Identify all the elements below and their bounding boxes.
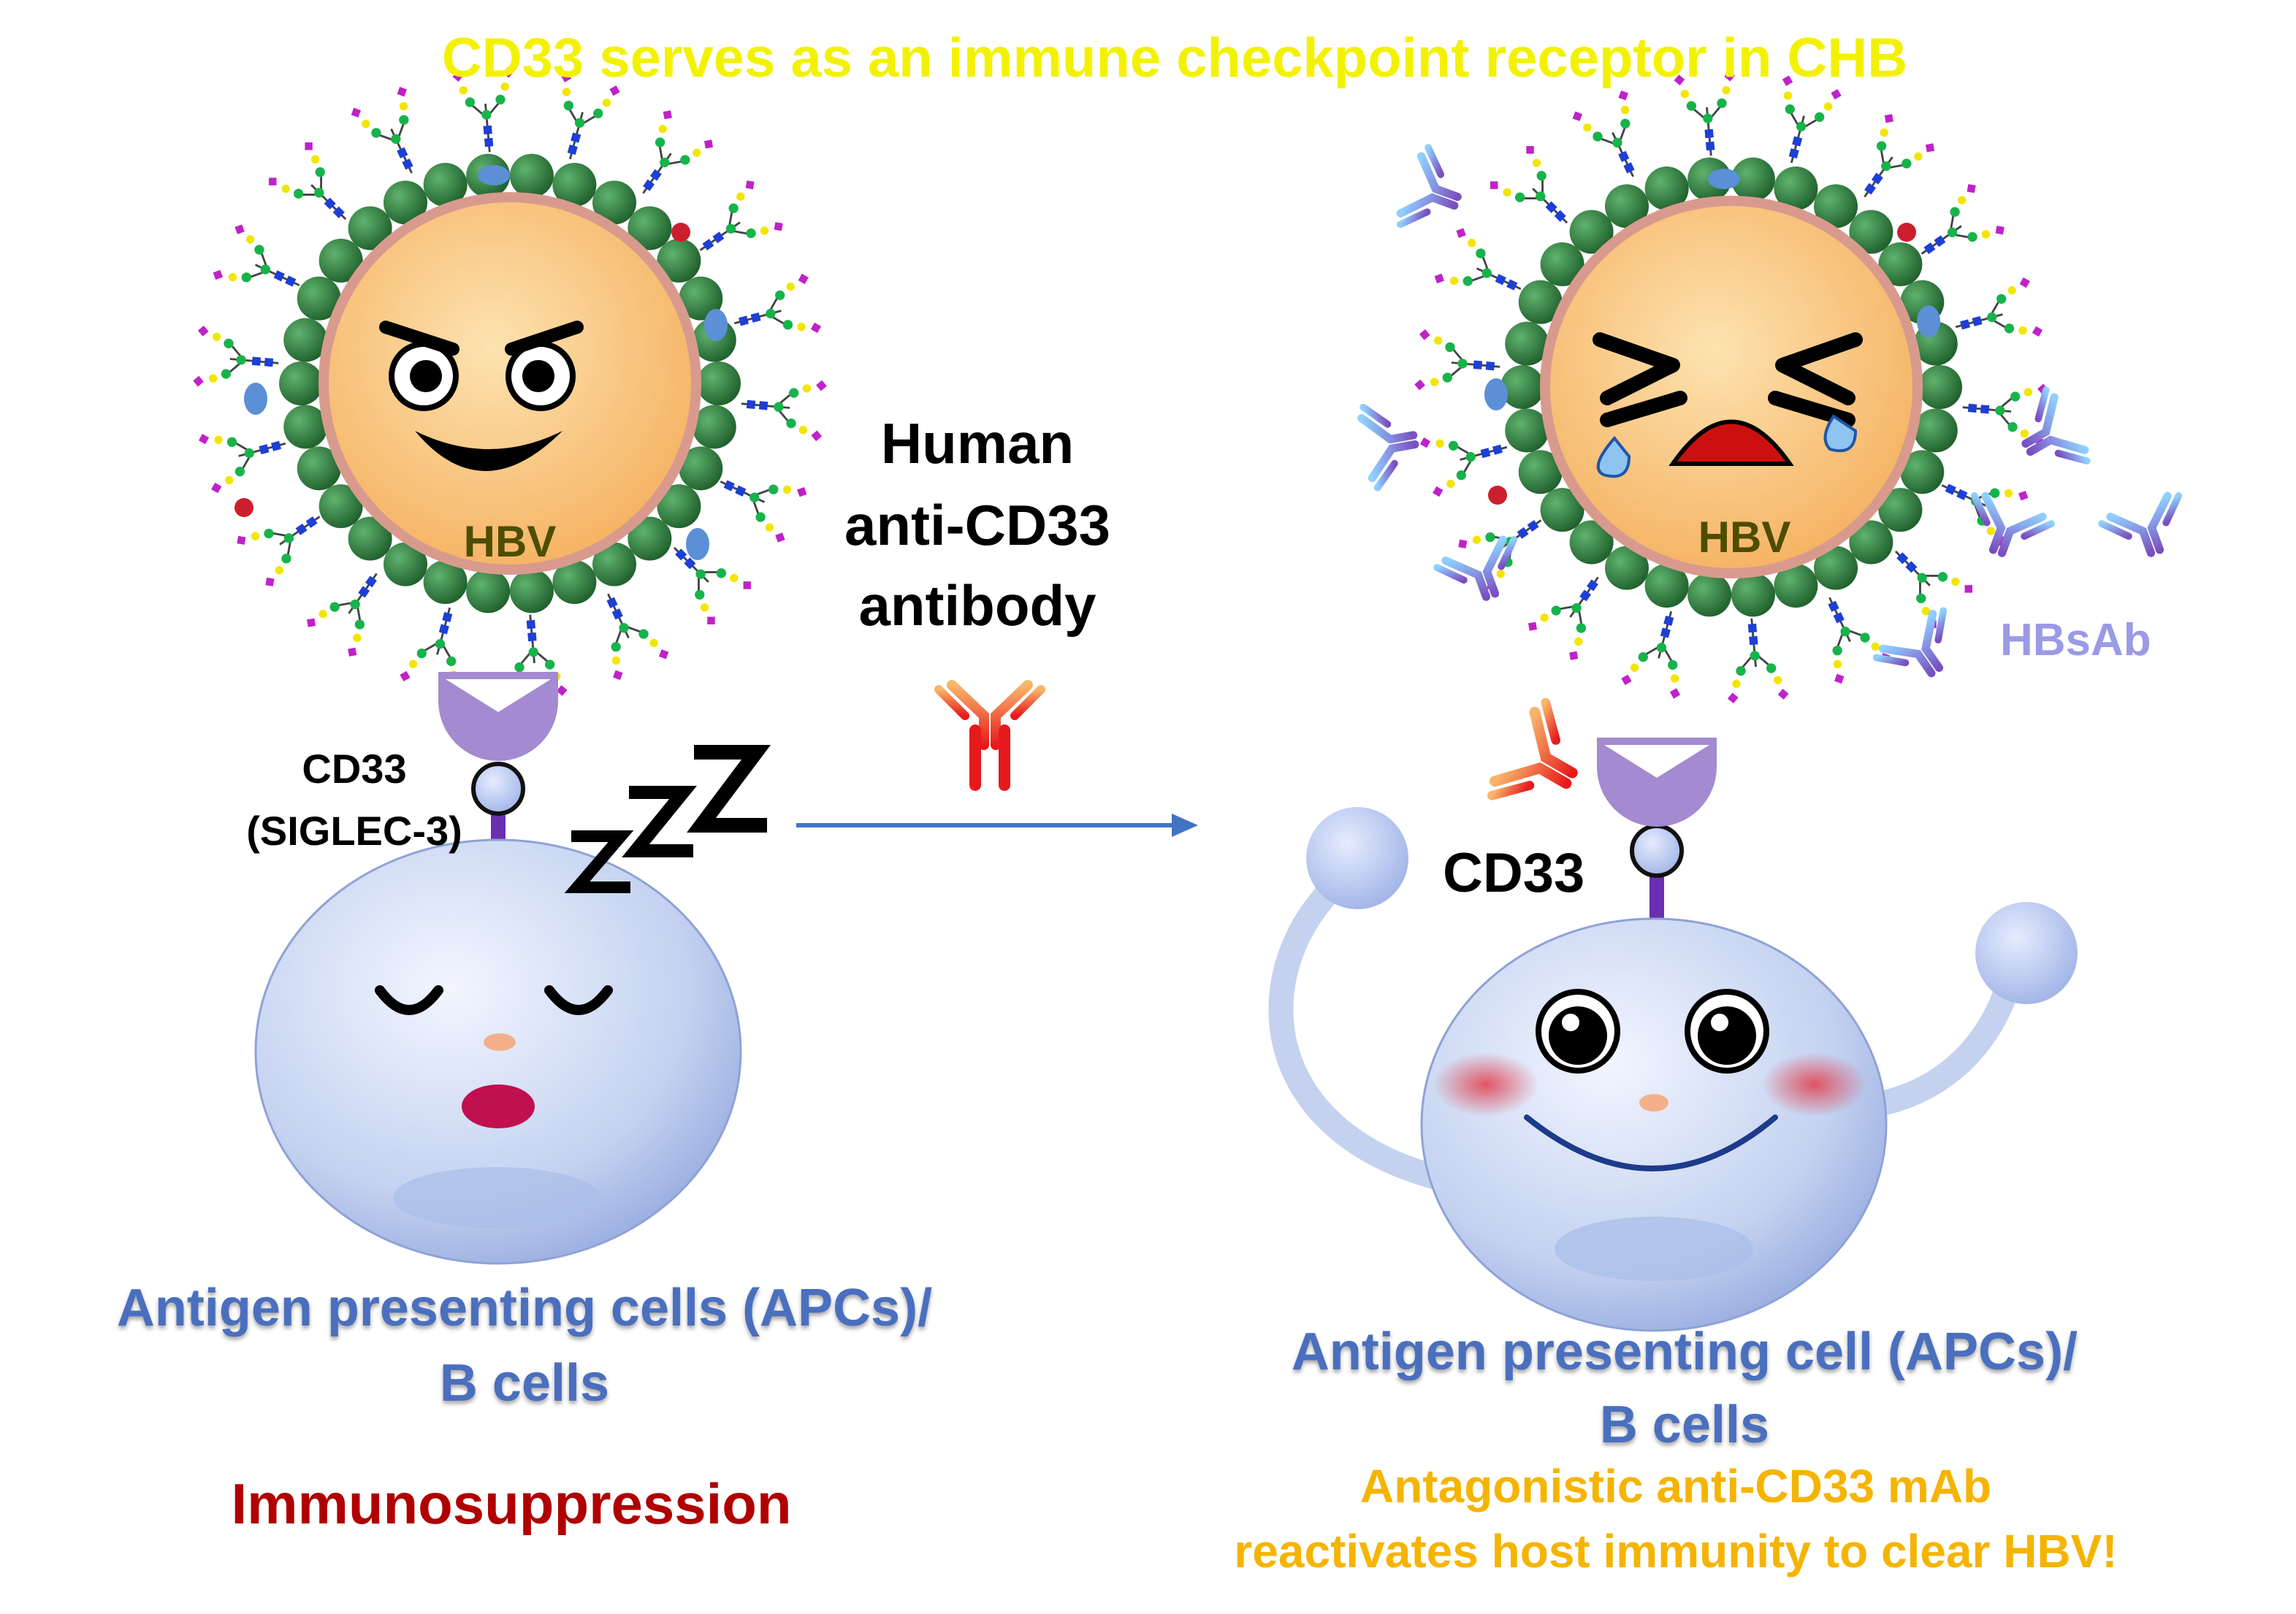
capsid-bead — [1540, 242, 1584, 286]
capsid-bead — [297, 446, 341, 491]
capsid-bead — [509, 153, 554, 198]
capsid-bead — [657, 238, 701, 283]
capsid-bead — [1731, 157, 1775, 202]
zzz-icon — [564, 745, 771, 893]
glycan-branch — [725, 271, 825, 354]
capsid-bead — [509, 569, 554, 613]
capsid-bead — [697, 362, 741, 405]
capsid-bead — [1569, 520, 1614, 565]
capsid-bead — [1913, 408, 1958, 453]
capsid-bead — [1774, 166, 1818, 210]
capsid-bead — [552, 162, 597, 207]
capsid-bead — [552, 560, 597, 605]
capsid-bead — [319, 238, 363, 283]
capsid-bead — [592, 180, 636, 225]
antibody-label-line1: Human — [880, 411, 1075, 475]
capsid-bead — [348, 206, 392, 250]
capsid-bead — [657, 484, 701, 529]
capsid-bead — [384, 542, 427, 586]
capsid-bead — [297, 276, 341, 321]
siglec3-label: (SIGLEC-3) — [246, 808, 462, 854]
capsid-bead — [1849, 210, 1893, 254]
glycan-branch — [348, 83, 441, 187]
capsid-bead — [1505, 408, 1549, 453]
glycan-branch — [1720, 614, 1790, 705]
capsid-bead — [1569, 210, 1614, 254]
capsid-bead — [1731, 573, 1775, 617]
outcome-line2: reactivates host immunity to clear HBV! — [1234, 1525, 2118, 1577]
capsid-bead — [1814, 546, 1858, 590]
capsid-bead — [1918, 365, 1962, 409]
angry-face-icon — [379, 321, 584, 471]
antibody-label-line3: antibody — [858, 573, 1096, 638]
capsid-bead — [1900, 450, 1945, 494]
antibody-label-line2: anti-CD33 — [844, 493, 1111, 557]
glycan-branch — [191, 324, 283, 395]
glycan-branch — [579, 580, 672, 684]
capsid-bead — [1505, 321, 1549, 366]
capsid-bead — [1687, 573, 1732, 617]
left-apc-cell — [254, 838, 742, 1265]
right-cell-label-line1: Antigen presenting cell (APCs)/ — [1291, 1323, 2078, 1381]
capsid-bead — [692, 405, 736, 449]
capsid-bead — [1605, 546, 1649, 590]
glycan-branch — [1946, 275, 2046, 358]
capsid-bead — [1500, 365, 1544, 409]
capsid-bead — [1644, 564, 1689, 608]
right-cell-label-line2: B cells — [1599, 1396, 1770, 1454]
anti-cd33-antibody-icon — [939, 685, 1041, 791]
capsid-bead — [466, 569, 511, 613]
capsid-bead — [628, 206, 672, 250]
outcome-line1: Antagonistic anti-CD33 mAb — [1359, 1460, 1992, 1512]
capsid-bead — [1849, 520, 1893, 565]
glycan-branch — [195, 413, 295, 496]
immunosuppression-label: Immunosuppression — [231, 1472, 792, 1536]
cd33-label: CD33 — [302, 746, 407, 792]
capsid-bead — [1878, 488, 1923, 532]
capsid-bead — [1774, 564, 1818, 608]
left-hbv-virus — [191, 65, 828, 702]
right-arrow-icon — [796, 814, 1198, 837]
capsid-bead — [592, 542, 636, 586]
capsid-bead — [279, 362, 323, 405]
capsid-bead — [348, 516, 392, 561]
capsid-bead — [423, 560, 468, 605]
capsid-bead — [384, 180, 427, 225]
capsid-bead — [283, 318, 328, 362]
capsid-bead — [679, 276, 723, 321]
capsid-bead — [1540, 488, 1584, 532]
bound-anti-cd33-antibody-icon — [1488, 700, 1596, 825]
capsid-bead — [319, 484, 363, 529]
page-title: CD33 serves as an immune checkpoint rece… — [441, 27, 1908, 89]
glycan-branch — [737, 372, 828, 443]
right-hbv-virus — [1413, 69, 2050, 705]
capsid-bead — [1605, 184, 1649, 229]
glycan-branch — [1569, 86, 1663, 191]
capsid-bead — [628, 516, 672, 561]
right-virus-label: HBV — [1698, 513, 1791, 562]
capsid-bead — [1644, 166, 1689, 210]
capsid-bead — [283, 405, 328, 449]
capsid-bead — [1518, 450, 1563, 494]
glycan-branch — [1618, 602, 1702, 701]
right-apc-cell — [1268, 807, 2078, 1332]
capsid-bead — [679, 446, 723, 491]
glycan-branch — [1416, 416, 1517, 500]
capsid-bead — [1518, 280, 1563, 324]
glycan-branch — [1800, 584, 1893, 688]
right-cd33-label: CD33 — [1443, 842, 1585, 904]
left-cell-label-line1: Antigen presenting cells (APCs)/ — [116, 1279, 933, 1337]
hbsab-label: HBsAb — [2000, 615, 2151, 665]
capsid-bead — [1878, 242, 1923, 286]
capsid-bead — [1814, 184, 1858, 229]
left-virus-label: HBV — [463, 517, 557, 566]
left-cell-label-line2: B cells — [439, 1354, 610, 1412]
capsid-bead — [423, 162, 468, 207]
crying-face-icon — [1593, 332, 1863, 478]
